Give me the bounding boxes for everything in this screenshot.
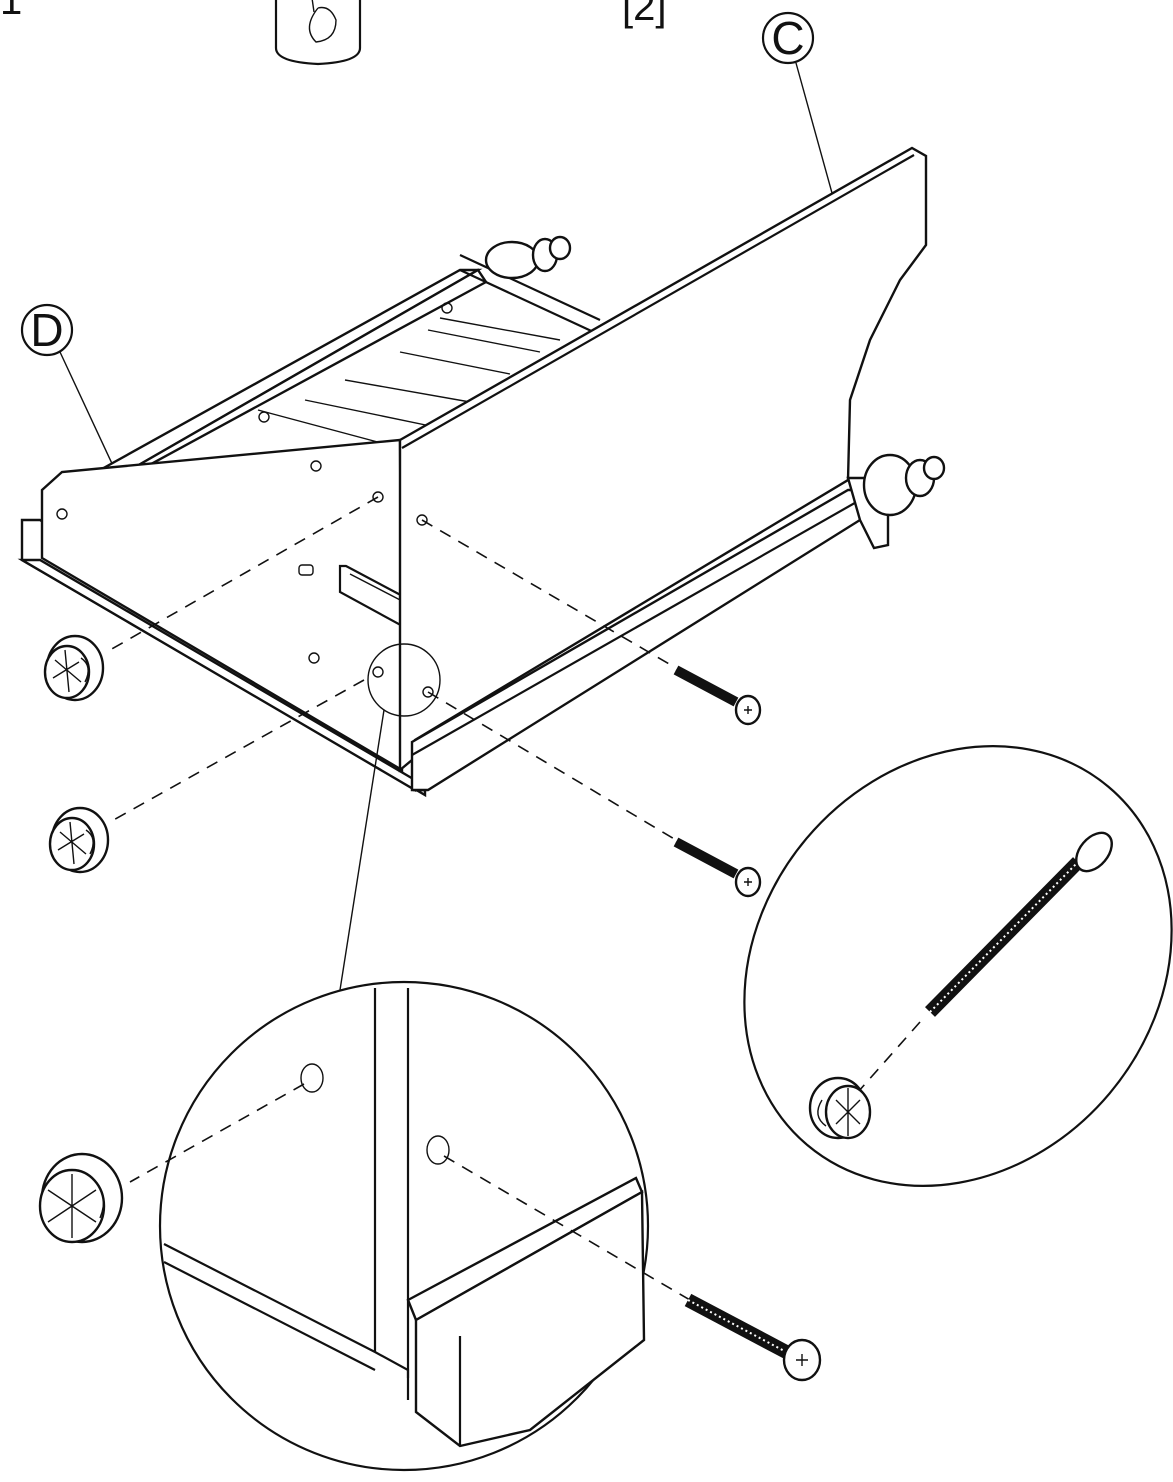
main-assembly bbox=[17, 146, 946, 841]
callout-c-label: C bbox=[771, 12, 804, 64]
cam-lock-icon bbox=[38, 1152, 124, 1244]
cam-lock-icon bbox=[43, 634, 105, 702]
detail-ellipse-right bbox=[743, 745, 1173, 1187]
top-bracket-label: [2] bbox=[622, 0, 666, 29]
bolt-icon bbox=[673, 837, 762, 898]
cam-lock-icon bbox=[808, 1076, 872, 1140]
top-left-mark: 1 bbox=[0, 0, 22, 23]
top-cam-lock-icon bbox=[274, 0, 362, 66]
hole bbox=[416, 514, 428, 526]
knob-upper bbox=[484, 235, 572, 280]
side-panel-d bbox=[40, 438, 404, 773]
hole bbox=[56, 508, 68, 520]
cam-lock-icon bbox=[48, 806, 110, 874]
callout-d: D bbox=[20, 303, 143, 529]
bolt-icon bbox=[684, 1293, 822, 1382]
hole bbox=[308, 652, 320, 664]
hole bbox=[310, 460, 322, 472]
hole bbox=[372, 666, 384, 678]
detail-circle-bottom bbox=[129, 643, 691, 1472]
panel-c bbox=[398, 146, 928, 773]
hole bbox=[372, 491, 384, 503]
dowel bbox=[298, 564, 314, 576]
knob-lower bbox=[846, 453, 946, 550]
bolt-icon bbox=[673, 665, 762, 726]
hole bbox=[422, 686, 434, 698]
callout-d-label: D bbox=[30, 304, 63, 356]
